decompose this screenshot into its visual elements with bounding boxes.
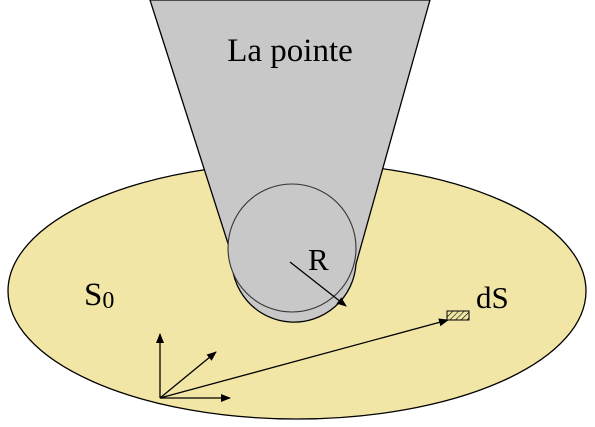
surface-s0-label: S0 <box>84 277 114 314</box>
tip-label: La pointe <box>227 33 353 69</box>
axis-y <box>159 351 217 399</box>
ds-label: dS <box>476 280 509 315</box>
surface-element-ds <box>446 310 470 321</box>
surface-s-label: S <box>84 277 102 313</box>
tip-body <box>149 0 431 323</box>
position-vector <box>159 318 449 399</box>
surface-subscript-label: 0 <box>102 288 114 314</box>
radius-label: R <box>308 242 329 277</box>
axes <box>156 333 231 402</box>
tip <box>149 0 431 323</box>
radius-arrow <box>289 261 347 307</box>
tip-sphere <box>227 183 357 313</box>
